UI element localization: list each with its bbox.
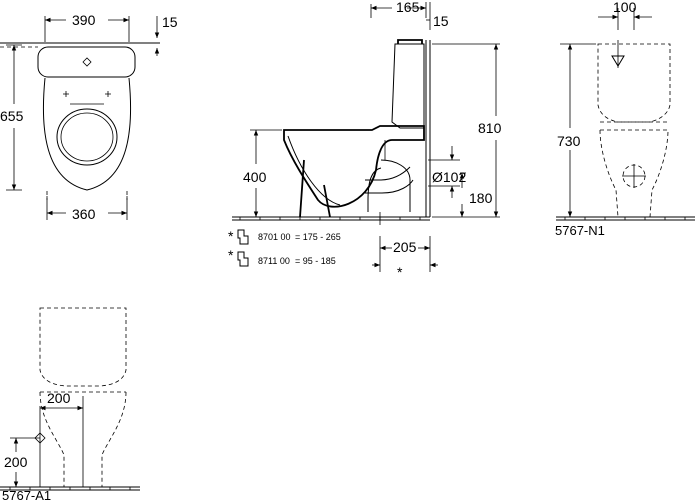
front-bowl-outline xyxy=(599,129,669,218)
top-view: 390 15 655 360 xyxy=(0,12,178,222)
note-row2-range: = 95 - 185 xyxy=(295,256,336,266)
dim-pipe-diameter: Ø102 xyxy=(432,169,466,185)
rear-cistern-outline xyxy=(39,307,127,387)
connector-icon-straight xyxy=(237,229,249,245)
dim-seat-height: 400 xyxy=(243,169,267,185)
dim-top-width: 390 xyxy=(72,12,96,28)
dim-depth: 655 xyxy=(0,108,24,124)
connector-icon-offset xyxy=(237,251,249,267)
dim-total-height: 810 xyxy=(478,120,502,136)
model-label-rear: 5767-A1 xyxy=(2,488,51,501)
side-cistern-outline xyxy=(391,43,425,129)
dim-outlet-offset: 205 xyxy=(393,239,417,255)
dim-rear-offset: 200 xyxy=(47,390,71,406)
dim-tank-offset: 15 xyxy=(433,13,449,29)
side-bowl-outline xyxy=(283,125,425,208)
footnote-marker-1: * xyxy=(228,228,234,244)
note-row2-code: 8711 00 xyxy=(258,256,290,266)
dim-front-width: 100 xyxy=(613,0,637,15)
footnote-marker-below: * xyxy=(397,264,403,280)
dim-top-offset: 15 xyxy=(162,14,178,30)
rear-bowl-outline xyxy=(39,391,127,487)
note-row1-range: = 175 - 265 xyxy=(295,232,341,242)
pan-connector-notes: * * 8701 00 = 175 - 265 8711 00 = 95 - 1… xyxy=(228,228,341,267)
side-view: 165 15 810 400 Ø102 180 205 * xyxy=(232,0,502,280)
dim-outlet-height: 180 xyxy=(469,190,493,206)
top-bowl-outline xyxy=(42,77,132,191)
dim-front-height: 730 xyxy=(557,133,581,149)
dim-tank-depth: 165 xyxy=(396,0,420,15)
footnote-marker-2: * xyxy=(228,247,234,263)
front-cistern-outline xyxy=(597,43,671,123)
front-view: 100 730 5767-N1 xyxy=(555,0,695,238)
top-cistern-outline xyxy=(37,46,136,78)
rear-view: 200 200 5767-A1 xyxy=(0,307,140,501)
model-label-front: 5767-N1 xyxy=(555,223,605,238)
dim-rear-height: 200 xyxy=(4,454,28,470)
dim-bottom-width: 360 xyxy=(72,206,96,222)
note-row1-code: 8701 00 xyxy=(258,232,291,242)
side-outlet-pipe xyxy=(365,166,414,194)
